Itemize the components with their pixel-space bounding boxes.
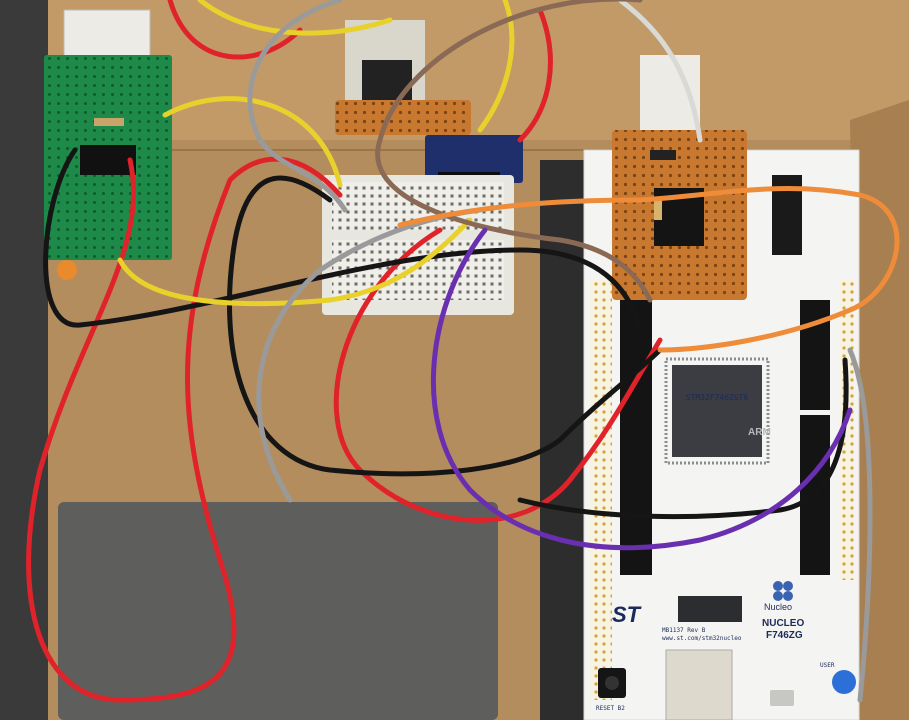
right-header-upper [800, 300, 830, 410]
wire-gray-4 [617, 0, 703, 143]
jumper-wires [26, 0, 900, 703]
board-revision: MB1137 Rev B [662, 627, 706, 634]
usb-port [770, 690, 794, 706]
wire-gray-1 [247, 0, 348, 213]
model-line-2: F746ZG [766, 630, 803, 641]
mcu-part-text: STM32F746ZGT6 [686, 393, 749, 402]
wire-black-1 [43, 147, 643, 333]
ethernet-jack [665, 649, 733, 720]
top-perfboard-module [335, 20, 471, 135]
wire-yellow-3 [117, 217, 473, 307]
wire-orange [397, 186, 900, 353]
mcu-chip [672, 365, 762, 457]
usb-chip [678, 596, 742, 622]
arm-logo: ARM [748, 427, 771, 438]
user-button [832, 670, 856, 694]
box-left-wall [0, 0, 48, 720]
wire-yellow-1 [197, 0, 393, 36]
wire-yellow-4 [477, 0, 515, 133]
wire-red-4 [333, 227, 663, 523]
wire-yellow-2 [162, 96, 343, 188]
orange-perfboard-shield [612, 55, 747, 300]
wire-brown [375, 0, 653, 303]
user-label: USER [820, 662, 835, 669]
board-url: www.st.com/stm32nucleo [662, 635, 742, 642]
wire-black-2 [227, 175, 663, 477]
wire-red-1 [26, 156, 343, 703]
nucleo-butterfly-logo [773, 581, 793, 601]
reset-label: RESET B2 [596, 705, 625, 712]
model-line-1: NUCLEO [762, 618, 804, 629]
nucleo-board: STM32F746ZGT6 ARM ST Nucleo NUCLEO F746Z… [583, 149, 860, 720]
st-logo: ST [612, 602, 642, 627]
wire-gray-3 [847, 347, 873, 703]
green-sensor-module [44, 9, 172, 280]
brand-name: Nucleo [764, 602, 792, 612]
wire-red-3 [517, 7, 553, 143]
foam-pad [58, 502, 498, 720]
wire-purple [430, 227, 853, 551]
wire-red-2 [167, 0, 303, 60]
